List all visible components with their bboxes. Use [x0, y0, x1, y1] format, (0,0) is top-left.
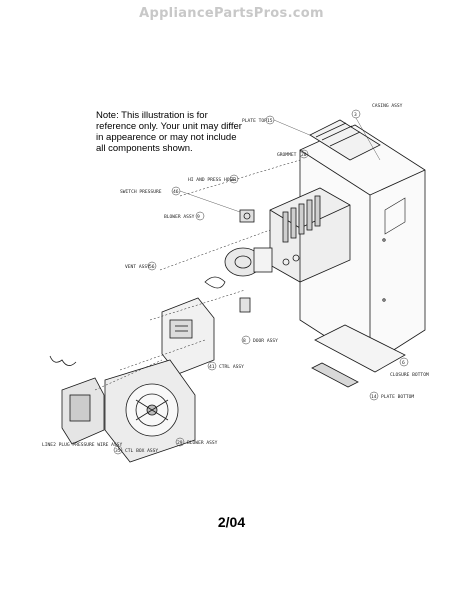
svg-text:CTL BOX ASSY: CTL BOX ASSY: [125, 448, 158, 454]
casing-cabinet: [299, 124, 426, 366]
plate-top: [309, 119, 381, 161]
callout-blower-top: BLOWER ASSY 9: [164, 211, 205, 221]
svg-text:CLOSURE BOTTOM: CLOSURE BOTTOM: [390, 372, 429, 378]
svg-text:HI AND PRESS HOSE: HI AND PRESS HOSE: [188, 177, 235, 183]
callout-hose: HI AND PRESS HOSE 31: [188, 174, 239, 184]
heat-exchanger: [269, 187, 351, 283]
svg-text:BLOWER ASSY: BLOWER ASSY: [187, 440, 218, 446]
svg-text:9: 9: [197, 214, 200, 220]
svg-text:29: 29: [177, 440, 183, 446]
svg-text:31: 31: [231, 177, 237, 183]
svg-text:3: 3: [354, 112, 357, 118]
blower-assembly: [104, 359, 196, 463]
svg-text:PLATE TOP: PLATE TOP: [242, 118, 267, 124]
svg-text:DOOR ASSY: DOOR ASSY: [253, 338, 278, 344]
svg-text:6: 6: [402, 360, 405, 366]
svg-text:PLATE BOTTOM: PLATE BOTTOM: [381, 394, 414, 400]
callout-grommet: GROMMET 20: [277, 149, 309, 159]
svg-text:46: 46: [173, 189, 179, 195]
watermark: AppliancePartsPros.com: [139, 6, 324, 21]
inducer-assembly: [204, 247, 273, 289]
svg-text:14: 14: [371, 394, 377, 400]
svg-text:GROMMET: GROMMET: [277, 152, 297, 158]
svg-text:BLOWER ASSY: BLOWER ASSY: [164, 214, 195, 220]
callout-closure: 6 CLOSURE BOTTOM: [390, 357, 429, 378]
part-callouts: CASING ASSY 3 PLATE TOP 15 GROMMET 20 HI…: [42, 103, 429, 455]
callout-ctrl: 41 CTRL ASSY: [207, 361, 244, 371]
explode-lines: [94, 159, 301, 391]
svg-text:8: 8: [243, 338, 246, 344]
callout-vent: VENT ASSY 56: [125, 261, 157, 271]
svg-text:56: 56: [149, 264, 155, 270]
disclaimer-note: Note: This illustration is for reference…: [96, 110, 242, 154]
callout-blower: 29 BLOWER ASSY: [175, 437, 218, 447]
callout-switch: SWITCH PRESSURE 46: [120, 186, 241, 213]
svg-text:41: 41: [209, 364, 215, 370]
svg-text:15: 15: [267, 118, 273, 124]
control-panel: [161, 297, 251, 375]
svg-text:CASING ASSY: CASING ASSY: [372, 103, 403, 109]
svg-text:LINE2 PLUG PRESSURE WIRE ASSY: LINE2 PLUG PRESSURE WIRE ASSY: [42, 442, 122, 448]
callout-line-plug: LINE2 PLUG PRESSURE WIRE ASSY: [42, 442, 122, 448]
callout-plate-top: PLATE TOP 15: [242, 115, 313, 137]
svg-text:35: 35: [115, 448, 121, 454]
callout-ctl-box: 35 CTL BOX ASSY: [113, 445, 158, 455]
page-number: 2/04: [217, 514, 246, 530]
control-box: [49, 355, 105, 445]
svg-text:VENT ASSY: VENT ASSY: [125, 264, 150, 270]
pressure-switch: [239, 209, 255, 223]
svg-text:SWITCH PRESSURE: SWITCH PRESSURE: [120, 189, 162, 195]
callout-casing: CASING ASSY 3: [351, 103, 403, 161]
closure-bottom: [311, 324, 406, 388]
svg-text:CTRL ASSY: CTRL ASSY: [219, 364, 244, 370]
callout-door: 8 DOOR ASSY: [241, 335, 278, 345]
callout-plate-bottom: 14 PLATE BOTTOM: [369, 391, 414, 401]
svg-text:20: 20: [301, 152, 307, 158]
